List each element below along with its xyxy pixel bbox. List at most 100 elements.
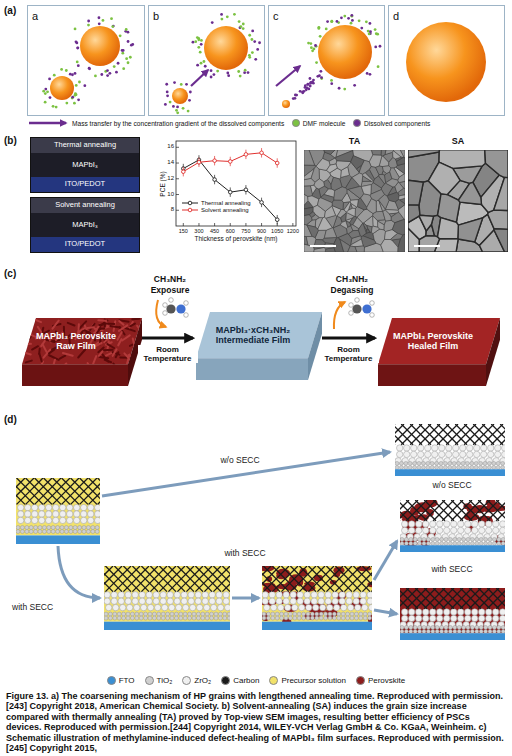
zro2-particle	[146, 598, 152, 604]
zro2-particle	[339, 592, 345, 598]
tio2-particle	[16, 530, 20, 534]
solution-dot	[196, 64, 199, 67]
carbon-atom	[352, 304, 361, 313]
carbon-mesh	[222, 566, 230, 592]
film-front	[378, 364, 486, 386]
solution-dot	[130, 44, 133, 47]
solution-dot	[100, 73, 103, 76]
crystal-rod	[132, 318, 139, 320]
hydrogen-atom	[370, 313, 375, 318]
solution-dot	[52, 105, 55, 108]
carbon-mesh	[415, 500, 436, 521]
zro2-particle	[153, 598, 159, 604]
zro2-particle	[486, 609, 492, 615]
grain	[419, 215, 433, 231]
carbon-mesh	[353, 566, 372, 592]
tio2-particle	[284, 616, 288, 620]
tio2-particle	[359, 612, 363, 616]
data-line	[183, 153, 277, 172]
tio2-particle	[426, 625, 430, 629]
grain	[304, 215, 312, 225]
solution-dot	[188, 99, 191, 102]
zro2-particle	[46, 504, 52, 510]
tick	[176, 210, 179, 211]
tick	[176, 163, 179, 164]
crystal-rod	[39, 362, 43, 370]
crystal-rod	[33, 319, 41, 322]
solution-dot	[71, 97, 74, 100]
legend-item: Mass transfer by the concentration gradi…	[28, 119, 284, 127]
film-front	[196, 358, 308, 380]
tio2-particle	[196, 616, 200, 620]
solution-dot	[44, 88, 47, 91]
solution-dot	[74, 28, 77, 31]
zro2-particle	[353, 592, 359, 598]
arrow-label: w/o SECC	[430, 481, 473, 491]
zro2-particle	[325, 592, 331, 598]
tio2-particle	[179, 612, 183, 616]
zro2-particle	[127, 604, 133, 610]
legend-item: DMF molecule	[292, 119, 345, 127]
tio2-particle	[501, 541, 505, 545]
zro2-particle	[425, 445, 431, 451]
film-slab: MAPbI₃ Perovskite Raw Film	[22, 318, 142, 386]
grain	[458, 182, 481, 204]
carbon-mesh	[455, 424, 476, 445]
zro2-particle	[423, 521, 429, 527]
zro2-particle	[472, 609, 478, 615]
carbon-mesh	[424, 500, 445, 521]
zro2-particle	[444, 521, 450, 527]
solution-dot	[87, 20, 90, 23]
crystal-rod	[98, 319, 105, 322]
tio2-particle	[479, 541, 483, 545]
fto-layer	[400, 545, 505, 552]
process-arrow	[102, 452, 390, 496]
tio2-particle	[170, 612, 174, 616]
tio2-particle	[183, 616, 187, 620]
solution-dot	[75, 84, 78, 87]
tio2-particle	[16, 526, 20, 530]
zro2-particle	[202, 592, 208, 598]
tio2-particle	[404, 625, 408, 629]
carbon-mesh	[496, 500, 505, 521]
solution-dot	[75, 42, 78, 45]
zro2-particle	[327, 604, 333, 610]
solution-dot	[164, 103, 167, 106]
data-point	[228, 190, 232, 194]
crystal-rod	[88, 363, 93, 371]
zro2-particle	[409, 615, 415, 621]
solution-dot	[326, 20, 329, 23]
grain	[326, 164, 337, 173]
tio2-particle	[319, 616, 323, 620]
carbon-mesh	[482, 424, 503, 445]
zro2-particle	[283, 598, 289, 604]
tio2-particle	[104, 612, 108, 616]
solution-dot	[216, 70, 219, 73]
tio2-particle	[324, 612, 328, 616]
tio2-particle	[205, 612, 209, 616]
crystal-rod	[130, 324, 135, 327]
crystal-rod	[113, 364, 117, 371]
crystal-rod	[136, 364, 141, 371]
solution-dot	[180, 83, 183, 86]
solution-dot	[307, 83, 310, 86]
solution-dot	[303, 90, 306, 93]
tio2-particle	[126, 616, 130, 620]
tio2-particle	[483, 465, 487, 469]
solution-dot	[244, 69, 247, 72]
solution-dot	[358, 19, 361, 22]
zro2-particle	[451, 527, 457, 533]
tio2-particle	[359, 616, 363, 620]
carbon-mesh	[442, 588, 463, 609]
subpanel: c	[268, 5, 385, 116]
zro2-particle	[285, 604, 291, 610]
solution-dot	[78, 81, 81, 84]
cell-stack	[236, 564, 415, 630]
legend-item: Thermal annealing	[182, 200, 251, 206]
solution-dot	[307, 83, 310, 86]
zro2-particle	[465, 521, 471, 527]
solution-dot	[343, 15, 346, 18]
tio2-particle	[501, 465, 505, 469]
tio2-particle	[60, 530, 64, 534]
zro2-particle	[409, 609, 415, 615]
